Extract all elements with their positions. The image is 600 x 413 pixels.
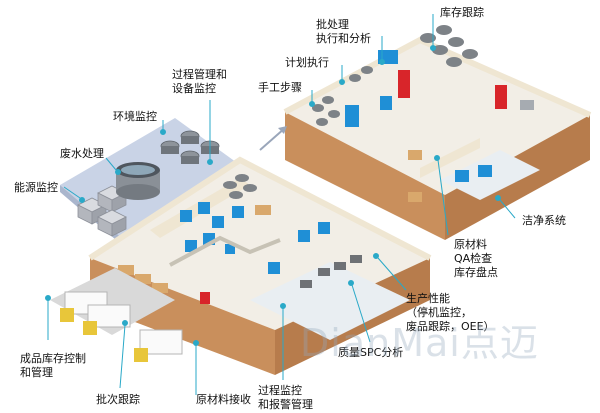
watermark: DianMai点迈 xyxy=(300,321,539,365)
label-batch-processing: 批处理 执行和分析 xyxy=(316,18,371,45)
label-raw-material-qa: 原材料 QA检查 库存盘点 xyxy=(454,238,498,279)
label-batch-tracking: 批次跟踪 xyxy=(96,393,140,406)
loading-dock xyxy=(50,268,183,362)
flow-arrow xyxy=(259,126,287,151)
label-process-mgmt: 过程管理和 设备监控 xyxy=(172,68,227,95)
wastewater-tank xyxy=(116,162,160,200)
label-wastewater: 废水处理 xyxy=(60,147,104,160)
label-manual-steps: 手工步骤 xyxy=(258,81,302,94)
label-clean-system: 洁净系统 xyxy=(522,214,566,227)
label-production-performance: 生产性能 （停机监控， 废品跟踪，OEE） xyxy=(406,292,495,333)
label-process-alarm: 过程监控 和报警管理 xyxy=(258,384,313,411)
upper-building xyxy=(283,36,592,240)
trucks xyxy=(60,291,183,362)
lower-building xyxy=(88,156,432,375)
energy-blocks xyxy=(77,185,127,237)
label-inventory-tracking: 库存跟踪 xyxy=(440,6,484,19)
callout-lines xyxy=(45,14,516,395)
label-env-monitor: 环境监控 xyxy=(113,110,157,123)
label-plan-execution: 计划执行 xyxy=(285,56,329,69)
lower-machines xyxy=(118,174,422,304)
label-energy-monitor: 能源监控 xyxy=(14,181,58,194)
label-quality-spc: 质量SPC分析 xyxy=(338,346,404,359)
label-finished-goods: 成品库存控制 和管理 xyxy=(20,352,86,379)
upper-machines xyxy=(312,25,534,182)
label-raw-receiving: 原材料接收 xyxy=(196,393,251,406)
